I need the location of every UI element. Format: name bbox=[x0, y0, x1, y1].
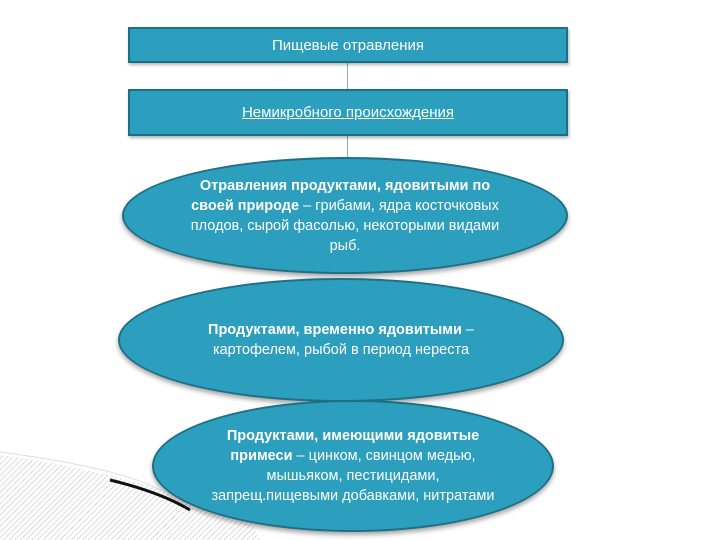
ellipse-bold-text: Отравления продуктами, ядовитыми по свое… bbox=[191, 177, 491, 214]
ellipse-bold-text: Продуктами, имеющими ядовитые примеси bbox=[226, 428, 480, 464]
non-microbial-label: Немикробного происхождения bbox=[241, 104, 455, 121]
toxic-admixtures-ellipse: Продуктами, имеющими ядовитые примеси – … bbox=[152, 400, 554, 532]
ellipse-text: – цинком, свинцом медью, мышьяком, пести… bbox=[211, 448, 495, 504]
food-poisoning-box: Пищевые отравления bbox=[128, 27, 568, 63]
non-microbial-box: Немикробного происхождения bbox=[128, 89, 568, 136]
ellipse-text: – картофелем, рыбой в период нереста bbox=[212, 322, 474, 358]
ellipse-bold-text: Продуктами, временно ядовитыми bbox=[208, 322, 462, 338]
ellipse-text: – грибами, ядра косточковых плодов, сыро… bbox=[190, 197, 500, 254]
connector-line bbox=[347, 136, 348, 158]
connector-line bbox=[347, 62, 348, 89]
naturally-poisonous-ellipse: Отравления продуктами, ядовитыми по свое… bbox=[122, 157, 568, 274]
food-poisoning-label: Пищевые отравления bbox=[271, 36, 424, 54]
temporarily-poisonous-ellipse: Продуктами, временно ядовитыми – картофе… bbox=[118, 278, 564, 402]
